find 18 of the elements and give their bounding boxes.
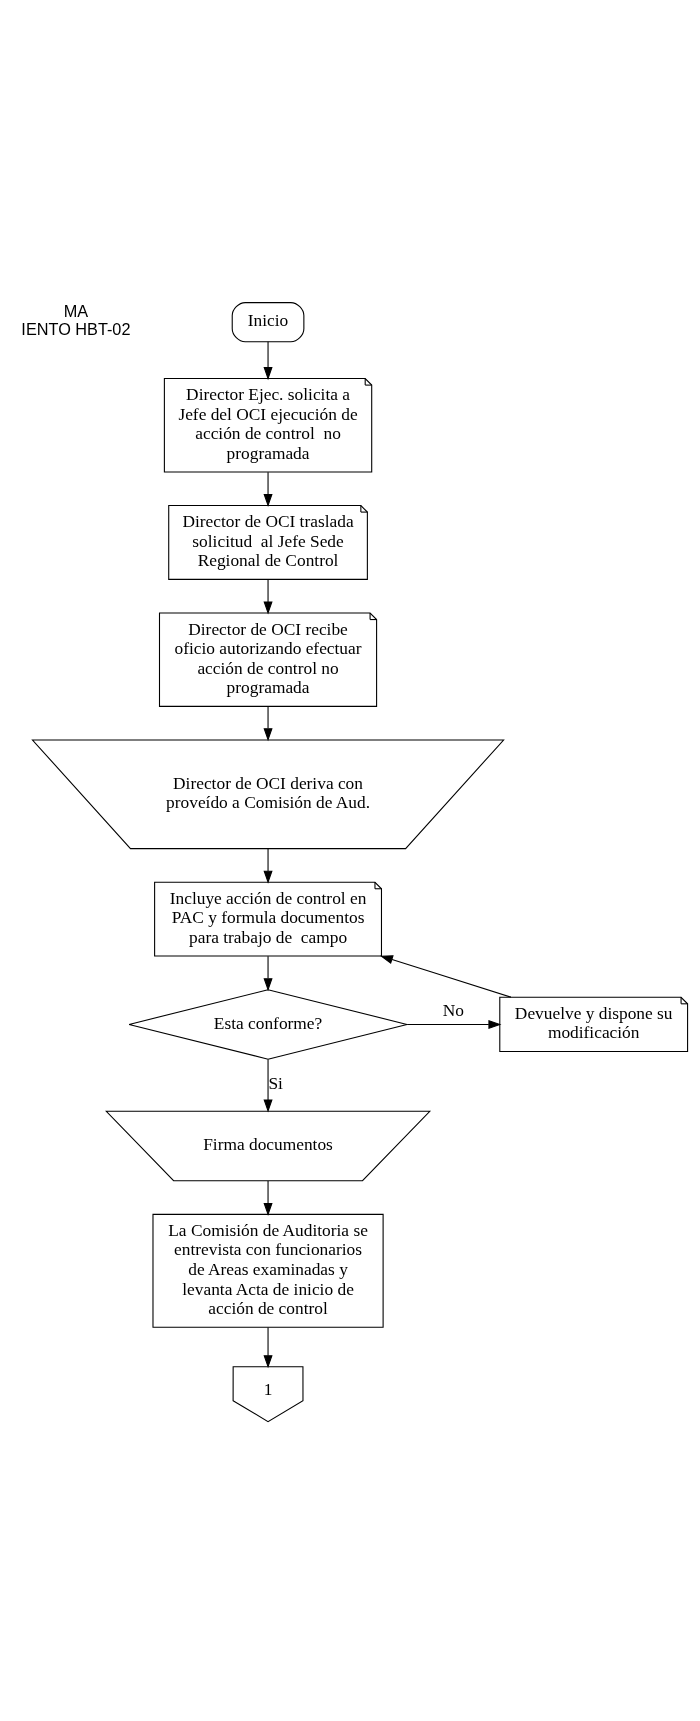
arrow: [263, 706, 273, 742]
arrow: [263, 955, 273, 992]
node-box: La Comisión de Auditoria se entrevista con funcionarios de Areas examinadas y levanta Acta de inicio de acción de control: [152, 1213, 384, 1328]
label: MA: [63, 301, 89, 320]
node-diamond: Esta conforme?: [128, 989, 408, 1060]
node-box: Inicio: [231, 302, 305, 343]
arrow: [406, 1019, 502, 1029]
arrow: [263, 1327, 273, 1369]
arrow: [263, 579, 273, 615]
arrow: [263, 1180, 273, 1216]
edge-label: Si: [268, 1074, 283, 1094]
arrow: [263, 341, 273, 381]
arrow: [263, 848, 273, 884]
arrow: [263, 471, 273, 507]
edge-label: No: [442, 1000, 464, 1020]
arrow: [263, 1058, 273, 1113]
arrow: [379, 955, 512, 998]
label: IENTO HBT-02: [21, 320, 131, 339]
